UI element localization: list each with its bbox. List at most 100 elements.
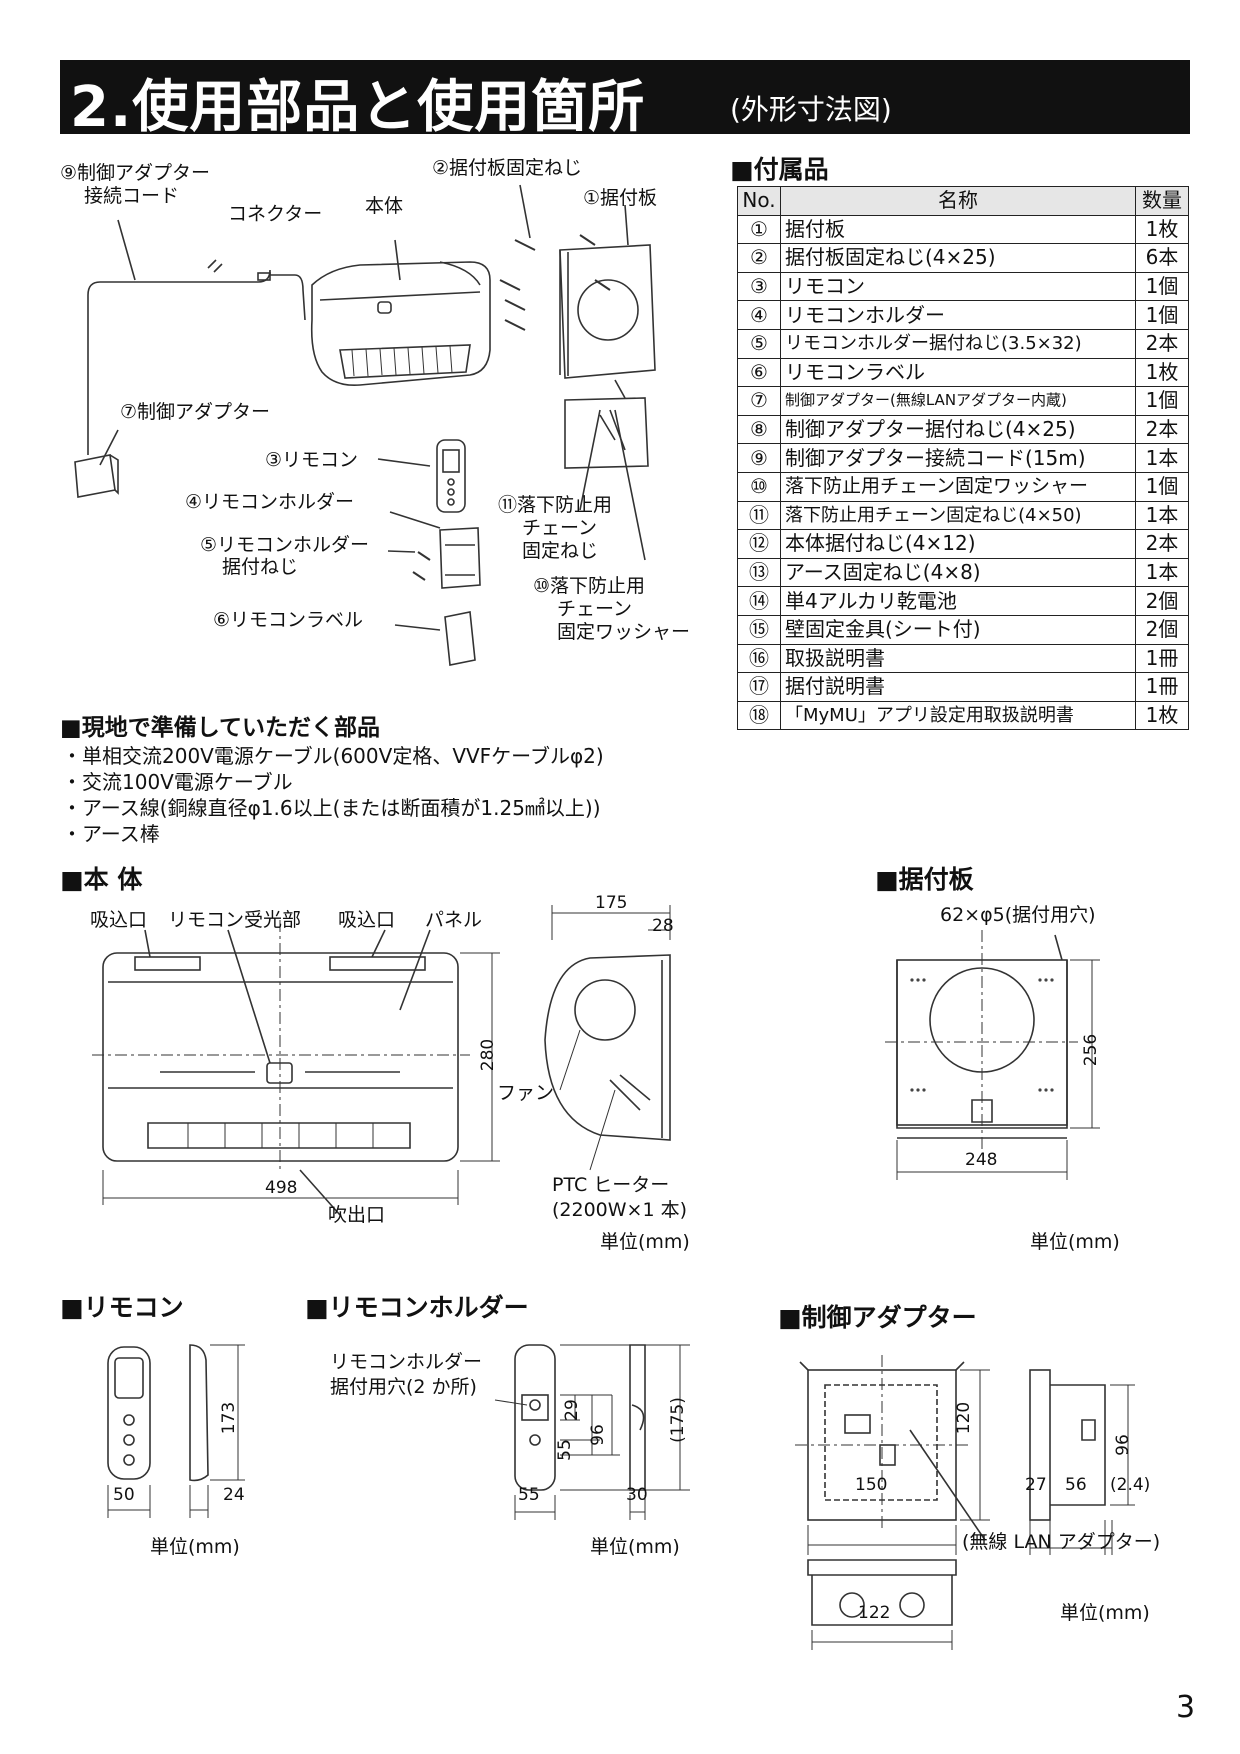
dim-depth: 175 — [595, 893, 628, 913]
row-name: 制御アダプター据付ねじ(4×25) — [780, 414, 1136, 445]
label-washer-1: ⑩落下防止用 — [533, 575, 646, 597]
label-screw-plate: ②据付板固定ねじ — [432, 157, 583, 179]
row-name: 据付板固定ねじ(4×25) — [780, 243, 1136, 273]
label-plate: ①据付板 — [583, 187, 658, 209]
dim-holder-175: (175) — [667, 1397, 688, 1443]
row-qty: 1枚 — [1135, 357, 1189, 388]
row-name: 落下防止用チェーン固定ワッシャー — [780, 471, 1136, 502]
row-qty: 1個 — [1135, 271, 1189, 302]
label-outlet: 吹出口 — [328, 1204, 386, 1226]
row-name: 取扱説明書 — [780, 643, 1136, 674]
list-item: ・単相交流200V電源ケーブル(600V定格、VVFケーブルφ2) — [62, 744, 604, 768]
label-cord-2: 接続コード — [84, 185, 180, 207]
dim-adapter-120: 120 — [954, 1401, 975, 1435]
row-name: 据付板 — [780, 214, 1136, 245]
label-plate-holes: 62×φ5(据付用穴) — [940, 904, 1096, 926]
dim-holder-29: 29 — [561, 1399, 582, 1421]
label-chain-screw-2: チェーン — [522, 517, 598, 539]
row-name: 「MyMU」アプリ設定用取扱説明書 — [780, 700, 1136, 731]
title-bar: 2.使用部品と使用箇所 (外形寸法図) — [60, 60, 1190, 140]
row-no: ⑧ — [737, 414, 781, 445]
page-title: 2.使用部品と使用箇所 — [70, 75, 646, 140]
list-item: ・交流100V電源ケーブル — [62, 770, 293, 794]
page-number: 3 — [1176, 1690, 1196, 1725]
plate-unit: 単位(mm) — [1030, 1231, 1120, 1253]
label-adapter: ⑦制御アダプター — [120, 401, 271, 423]
accessories-title: ■付属品 — [730, 155, 829, 184]
table-header-row: No. 名称 数量 — [737, 186, 1189, 216]
row-name: リモコンホルダー — [780, 300, 1136, 330]
label-chain-screw-1: ⑪落下防止用 — [498, 494, 613, 516]
row-qty: 6本 — [1135, 243, 1189, 273]
dim-plate-height: 256 — [1081, 1033, 1102, 1067]
label-panel: パネル — [425, 909, 483, 931]
dim-plate-width: 248 — [965, 1150, 998, 1170]
row-no: ⑮ — [737, 614, 781, 645]
row-qty: 1冊 — [1135, 672, 1189, 702]
label-label: ⑥リモコンラベル — [213, 609, 364, 631]
row-no: ⑱ — [737, 700, 781, 731]
row-name: 落下防止用チェーン固定ねじ(4×50) — [780, 500, 1136, 531]
row-qty: 1本 — [1135, 443, 1189, 473]
row-no: ⑦ — [737, 386, 781, 416]
dim-remote-width: 50 — [113, 1485, 135, 1505]
label-body: 本体 — [365, 195, 404, 217]
label-holder: ④リモコンホルダー — [185, 491, 355, 513]
row-qty: 1本 — [1135, 500, 1189, 531]
dim-remote-depth: 24 — [223, 1485, 245, 1505]
holder-unit: 単位(mm) — [590, 1536, 680, 1558]
label-holder-holes-2: 据付用穴(2 か所) — [330, 1376, 477, 1398]
row-no: ⑰ — [737, 672, 781, 702]
row-name: リモコン — [780, 271, 1136, 302]
row-name: 制御アダプター(無線LANアダプター内蔵) — [780, 386, 1136, 416]
dim-width: 498 — [265, 1178, 298, 1198]
label-inlet-2: 吸込口 — [338, 909, 396, 931]
label-holder-screw-1: ⑤リモコンホルダー — [200, 534, 370, 556]
row-qty: 2本 — [1135, 328, 1189, 359]
label-holder-holes-1: リモコンホルダー — [330, 1351, 483, 1373]
dim-adapter-150: 150 — [855, 1475, 888, 1495]
row-qty: 1個 — [1135, 386, 1189, 416]
dim-holder-55v: 55 — [554, 1439, 575, 1461]
dim-height: 280 — [478, 1038, 499, 1072]
holder-title: ■リモコンホルダー — [305, 1293, 529, 1322]
dim-adapter-96: 96 — [1112, 1434, 1133, 1456]
adapter-unit: 単位(mm) — [1060, 1602, 1150, 1624]
row-no: ⑬ — [737, 557, 781, 588]
body-title: ■本 体 — [60, 865, 143, 894]
list-item: ・アース線(銅線直径φ1.6以上(または断面積が1.25㎟以上)) — [62, 796, 601, 820]
row-no: ① — [737, 214, 781, 245]
label-holder-screw-2: 据付ねじ — [222, 556, 299, 578]
row-no: ⑪ — [737, 500, 781, 531]
row-no: ② — [737, 243, 781, 273]
row-no: ③ — [737, 271, 781, 302]
row-qty: 1枚 — [1135, 700, 1189, 731]
row-no: ④ — [737, 300, 781, 330]
list-item: ・アース棒 — [62, 822, 160, 846]
label-washer-2: チェーン — [557, 598, 633, 620]
dim-adapter-56: 56 — [1065, 1475, 1087, 1495]
row-qty: 1個 — [1135, 471, 1189, 502]
label-chain-screw-3: 固定ねじ — [522, 540, 599, 562]
row-no: ⑤ — [737, 328, 781, 359]
row-name: 制御アダプター接続コード(15m) — [780, 443, 1136, 473]
row-qty: 1冊 — [1135, 643, 1189, 674]
dim-holder-96: 96 — [587, 1424, 608, 1446]
dim-depth2: 28 — [652, 916, 674, 936]
label-washer-3: 固定ワッシャー — [557, 621, 691, 643]
label-heater-1: PTC ヒーター — [552, 1174, 670, 1196]
row-name: アース固定ねじ(4×8) — [780, 557, 1136, 588]
remote-title: ■リモコン — [60, 1293, 184, 1322]
